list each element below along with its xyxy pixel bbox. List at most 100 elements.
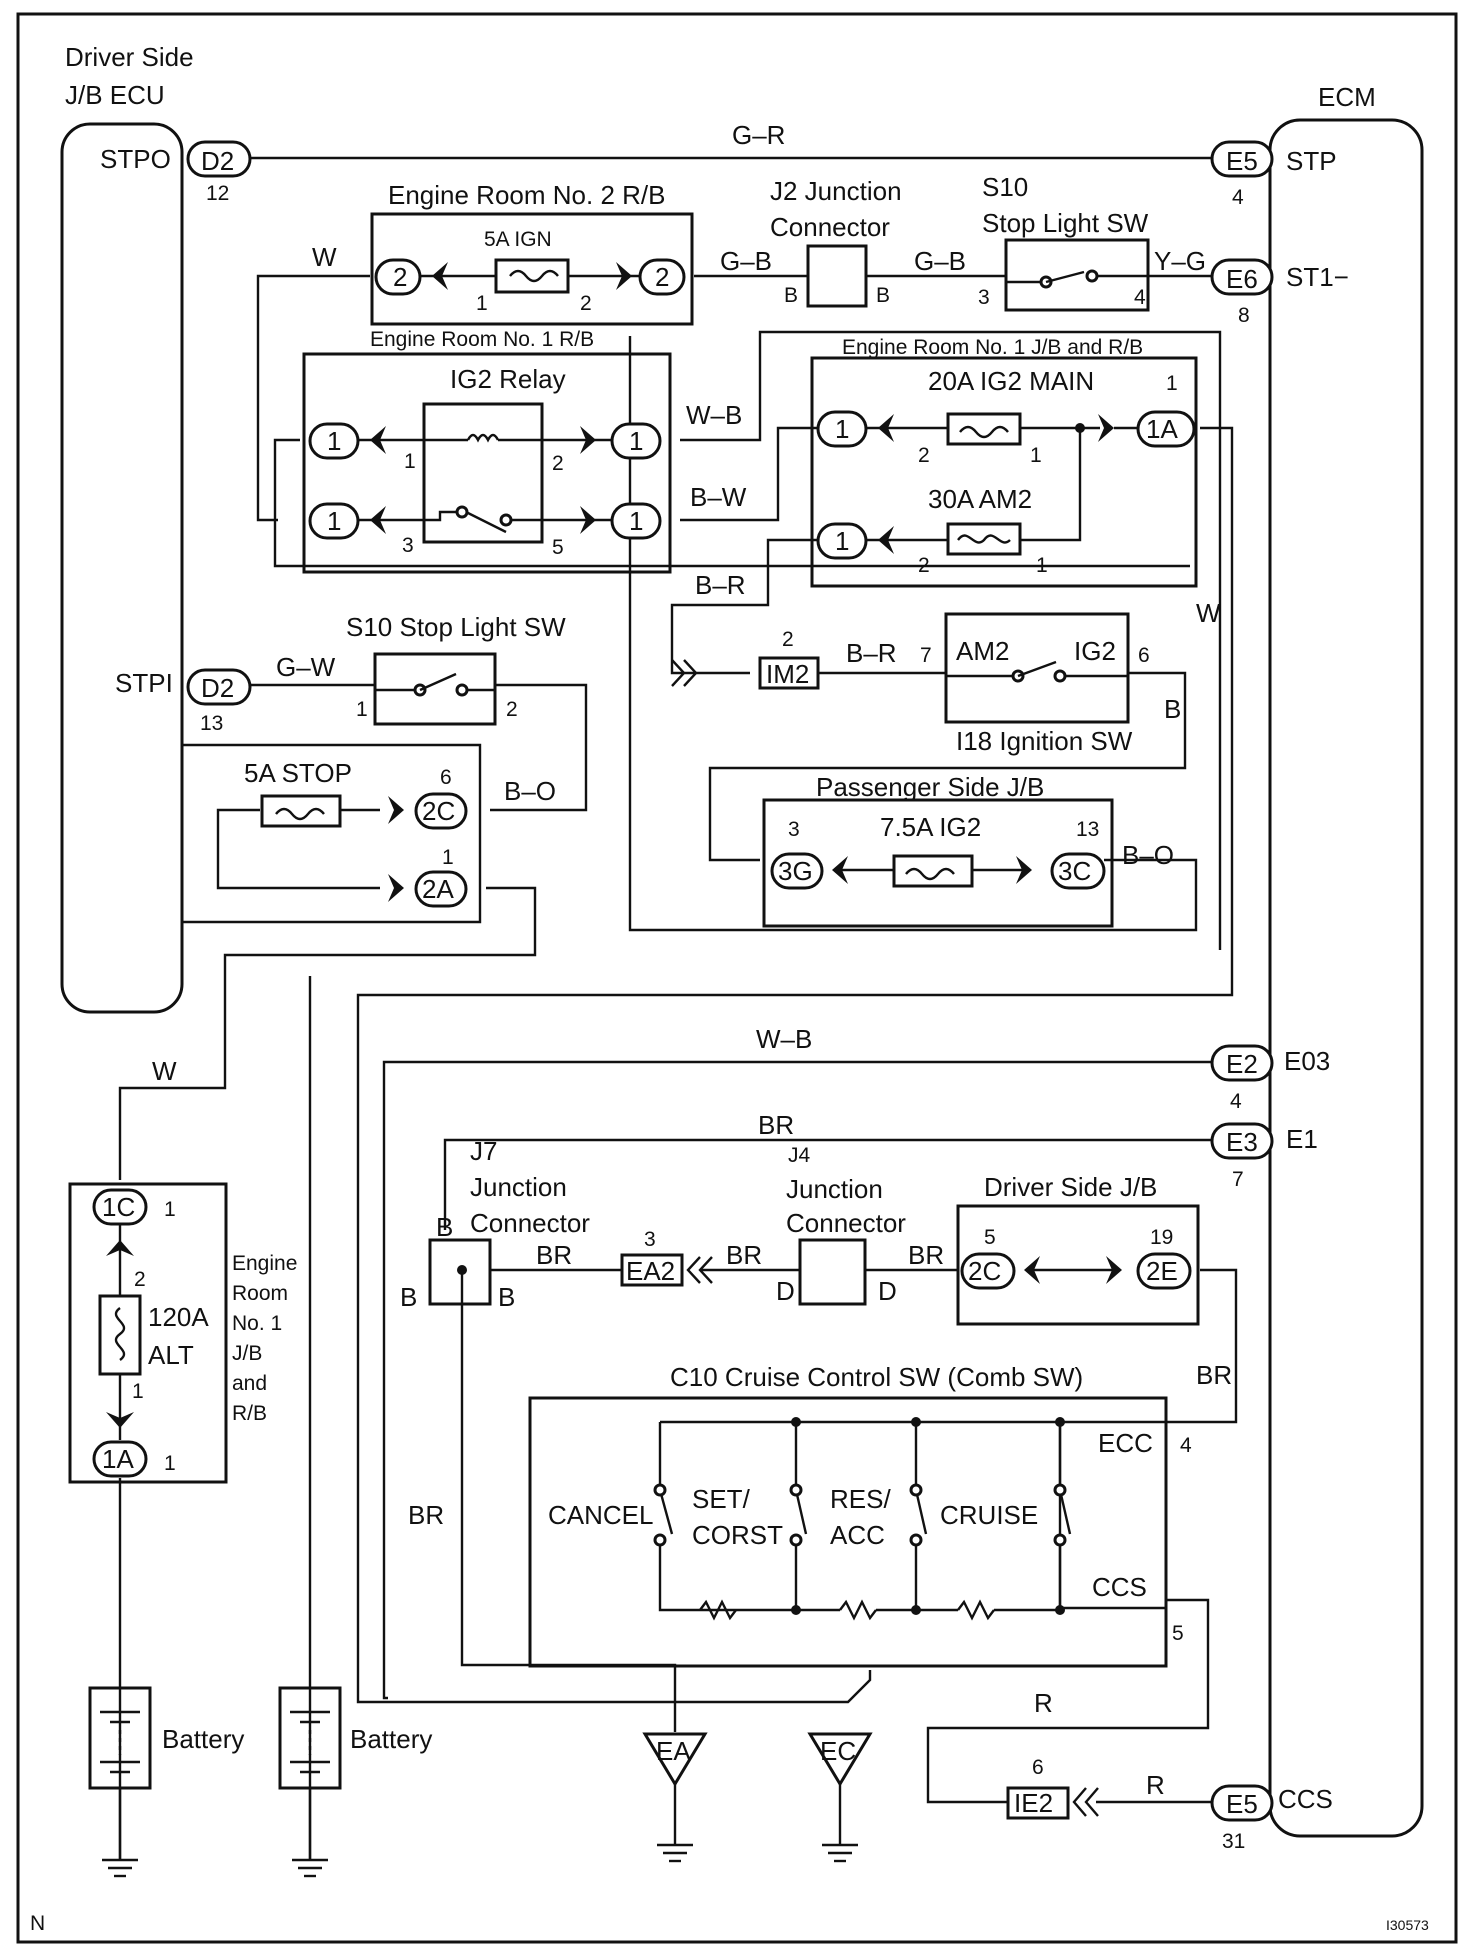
er1jb-conn-bottom: 1 <box>835 526 849 556</box>
ground-ea-icon <box>642 1732 708 1787</box>
wire-w-right: W <box>1196 598 1221 628</box>
stpo-terminal-label: STPO <box>100 144 171 174</box>
er1jb-title: Engine Room No. 1 J/B and R/B <box>842 336 1143 359</box>
conn-2e: 2E <box>1146 1256 1178 1286</box>
ecm-title: ECM <box>1318 82 1376 112</box>
e2-pin: 4 <box>1230 1090 1242 1113</box>
dsjb-pin-5: 5 <box>984 1226 996 1249</box>
j7-title-2: Connector <box>470 1208 590 1238</box>
engine-room-no2-rb: Engine Room No. 2 R/B 5A IGN 2 2 1 2 <box>370 180 694 326</box>
conn-2a: 2A <box>422 874 454 904</box>
fuse-20a-ig2-main-icon <box>946 412 1022 446</box>
cruise-pin-5: 5 <box>1172 1622 1184 1645</box>
wire-wb-relay: W–B <box>686 400 742 430</box>
fuse-main-pin-1: 1 <box>1030 444 1042 467</box>
dsjb-title: Driver Side J/B <box>984 1172 1157 1202</box>
ecm-connector-e3: E3 7 <box>1210 1122 1274 1191</box>
conn-2c-stop: 2C <box>422 796 455 826</box>
cruise-title: C10 Cruise Control SW (Comb SW) <box>670 1362 1083 1392</box>
ground-ea-label: EA <box>656 1736 691 1766</box>
ie2-connector: IE2 6 <box>1006 1756 1099 1820</box>
wire-br-right: BR <box>1196 1360 1232 1390</box>
j4-junction-connector: J4 Junction Connector D D <box>776 1144 906 1306</box>
conn-2c-pin: 6 <box>440 766 452 789</box>
corner-code: I30573 <box>1386 1917 1429 1933</box>
fuse-5a-stop-icon <box>260 794 342 828</box>
ign-pin-7: 7 <box>920 644 932 667</box>
ecm-ccs-label: CCS <box>1278 1784 1333 1814</box>
ecm-connector-e5-ccs: E5 31 <box>1210 1784 1274 1853</box>
ig2-relay-icon <box>422 402 544 544</box>
battery-1: Battery <box>88 1686 244 1790</box>
ea2-connector: EA2 3 <box>620 1228 713 1287</box>
s10-top-pin-3: 3 <box>978 286 990 309</box>
alt-fuse-block: 1C 1 2 120A ALT 1 1A 1 Engine Room No. 1… <box>68 1182 297 1484</box>
d2-connector-stpo: D2 12 <box>186 140 252 205</box>
wire-br-dash-1: B–R <box>695 570 746 600</box>
ign-ig2-label: IG2 <box>1074 636 1116 666</box>
driver-ecu-title-1: Driver Side <box>65 42 194 72</box>
relay-pin-5: 5 <box>552 536 564 559</box>
cruise-cruise: CRUISE <box>940 1500 1038 1530</box>
wire-b-ign: B <box>1164 694 1181 724</box>
corner-n: N <box>30 1912 45 1935</box>
wire-w-alt: W <box>152 1056 177 1086</box>
j4-pin-d-left: D <box>776 1276 795 1306</box>
ground-ec-icon <box>807 1732 873 1787</box>
ig2-relay-label: IG2 Relay <box>450 364 566 394</box>
alt-box-1: Engine <box>232 1252 297 1275</box>
conn-1c: 1C <box>102 1192 135 1222</box>
fuse-am2-label: 30A AM2 <box>928 484 1032 514</box>
j7-pin-b-left: B <box>400 1282 417 1312</box>
wire-w-top: W <box>312 242 337 272</box>
wire-br-e3: BR <box>758 1110 794 1140</box>
engine-room-no1-jb-rb: Engine Room No. 1 J/B and R/B 20A IG2 MA… <box>810 336 1198 588</box>
s10-stop-light-sw-mid: S10 Stop Light SW 1 2 <box>346 612 566 726</box>
j7-title-1: Junction <box>470 1172 567 1202</box>
wire-gw: G–W <box>276 652 336 682</box>
wire-bo-left: B–O <box>504 776 556 806</box>
er1jb-pin-1-top: 1 <box>1166 372 1178 395</box>
fuse-am2-pin-2: 2 <box>918 554 930 577</box>
ie2-pin: 6 <box>1032 1756 1044 1779</box>
cruise-ccs-label: CCS <box>1092 1572 1147 1602</box>
cruise-set-1: SET/ <box>692 1484 751 1514</box>
im2-pin: 2 <box>782 628 794 651</box>
im2-connector: IM2 2 <box>671 628 820 690</box>
e6-label: E6 <box>1226 264 1258 294</box>
cruise-set-2: CORST <box>692 1520 783 1550</box>
driver-side-jb-lower: Driver Side J/B 5 19 2C 2E <box>956 1172 1200 1326</box>
fuse-am2-pin-1: 1 <box>1036 554 1048 577</box>
wire-wb-e2: W–B <box>756 1024 812 1054</box>
alt-pin-1: 1 <box>132 1380 144 1403</box>
fuse-7-5a-ig2-icon <box>892 854 974 888</box>
relay-pin-2: 2 <box>552 452 564 475</box>
j2-title-2: Connector <box>770 212 890 242</box>
j4-title-1: Junction <box>786 1174 883 1204</box>
er1-title: Engine Room No. 1 R/B <box>370 328 594 351</box>
er1-conn-bl: 1 <box>327 506 341 536</box>
driver-ecu-title-2: J/B ECU <box>65 80 165 110</box>
conn-1a-alt: 1A <box>102 1444 134 1474</box>
alt-box-6: R/B <box>232 1402 267 1425</box>
alt-fuse-2: ALT <box>148 1340 194 1370</box>
er1-conn-tr: 1 <box>629 426 643 456</box>
conn-3c: 3C <box>1058 856 1091 886</box>
j2-junction-connector: J2 Junction Connector B B <box>770 176 902 308</box>
relay-pin-3: 3 <box>402 534 414 557</box>
fuse-ig2-main-label: 20A IG2 MAIN <box>928 366 1094 396</box>
ecm-st1-label: ST1− <box>1286 262 1349 292</box>
er2-pin-2: 2 <box>580 292 592 315</box>
conn-2a-pin: 1 <box>442 846 454 869</box>
alt-box-3: No. 1 <box>232 1312 282 1335</box>
ea2-pin: 3 <box>644 1228 656 1251</box>
d2-mid-pin: 13 <box>200 712 223 735</box>
wire-gb-left: G–B <box>720 246 772 276</box>
er1jb-conn-top: 1 <box>835 414 849 444</box>
ign-am2-label: AM2 <box>956 636 1009 666</box>
e5-ccs-pin: 31 <box>1222 1830 1245 1853</box>
wire-yg: Y–G <box>1154 246 1206 276</box>
stpi-terminal-label: STPI <box>115 668 173 698</box>
wire-bo-right: B–O <box>1122 840 1174 870</box>
